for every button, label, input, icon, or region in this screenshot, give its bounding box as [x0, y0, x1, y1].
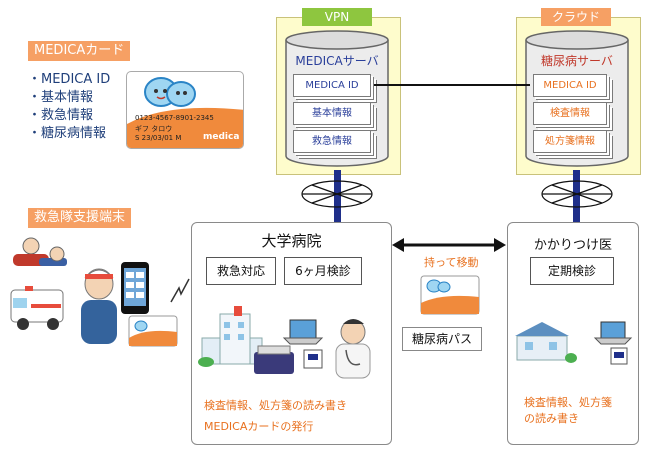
card-art-icon	[127, 77, 243, 148]
university-card-issue-text: MEDICAカードの発行	[204, 420, 314, 433]
six-month-checkup-button[interactable]: 6ヶ月検診	[284, 257, 362, 285]
vpn-doc-basic-info: 基本情報	[293, 102, 371, 125]
family-read-write-text-1: 検査情報、処方箋	[524, 396, 612, 409]
university-read-write-text: 検査情報、処方箋の読み書き	[204, 399, 347, 412]
cloud-doc-prescription-info: 処方箋情報	[533, 130, 607, 153]
list-item: ・糖尿病情報	[28, 126, 107, 141]
hospital-building-icon	[198, 306, 263, 367]
card-date: S 23/03/01 M	[135, 134, 182, 142]
cloud-doc-exam-info: 検査情報	[533, 102, 607, 125]
cloud-uplink	[573, 170, 580, 224]
cloud-doc-medica-id: MEDICA ID	[533, 74, 607, 97]
smartphone-icon	[121, 262, 149, 314]
card-reader-icon	[303, 349, 323, 369]
medica-card-title: MEDICAカード	[28, 41, 131, 61]
university-hospital-title: 大学病院	[261, 232, 322, 250]
family-doctor-title: かかりつけ医	[533, 238, 613, 253]
card-reader-icon	[610, 347, 628, 365]
regular-checkup-button[interactable]: 定期検診	[530, 257, 614, 285]
vpn-uplink	[334, 170, 341, 224]
card-name: ギフ タロウ	[135, 125, 173, 133]
emergency-response-button[interactable]: 救急対応	[206, 257, 276, 285]
vpn-doc-medica-id: MEDICA ID	[293, 74, 371, 97]
ems-illustration	[10, 237, 178, 347]
paramedic-icon	[81, 268, 117, 344]
card-number: 0123-4567-8901-2345	[135, 114, 214, 122]
university-illustration	[198, 306, 371, 379]
patient-icon	[13, 237, 67, 266]
card-logo: medica	[203, 132, 240, 142]
mini-card-icon	[128, 315, 178, 347]
transfer-arrow-icon	[392, 238, 506, 252]
diabetes-path-box: 糖尿病パス	[402, 327, 482, 351]
doctor-icon	[335, 319, 371, 379]
list-item: ・基本情報	[28, 90, 94, 105]
card-printer-icon	[254, 345, 294, 374]
wireless-link-icon	[170, 278, 190, 303]
list-item: ・救急情報	[28, 108, 94, 123]
carry-label: 持って移動	[424, 256, 479, 269]
computer-icon	[593, 321, 633, 345]
card-contents-list: ・MEDICA ID ・基本情報 ・救急情報 ・糖尿病情報	[28, 71, 110, 143]
medica-card: 0123-4567-8901-2345 ギフ タロウ S 23/03/01 M …	[126, 71, 244, 149]
cloud-label: クラウド	[541, 8, 611, 26]
medica-server-title: MEDICAサーバ	[295, 54, 379, 68]
ems-terminal-title: 救急隊支援端末	[28, 208, 132, 228]
clinic-building-icon	[515, 322, 577, 363]
family-doctor-illustration	[515, 321, 633, 365]
cloud-network-icon	[541, 180, 613, 208]
vpn-label: VPN	[302, 8, 372, 26]
family-read-write-text-2: の読み書き	[524, 412, 579, 425]
vpn-network-icon	[301, 180, 373, 208]
ambulance-icon	[10, 286, 64, 330]
computer-icon	[282, 319, 324, 345]
diabetes-server-title: 糖尿病サーバ	[541, 54, 613, 68]
vpn-doc-emergency-info: 救急情報	[293, 130, 371, 153]
carried-card-icon	[420, 275, 480, 315]
list-item: ・MEDICA ID	[28, 72, 111, 87]
